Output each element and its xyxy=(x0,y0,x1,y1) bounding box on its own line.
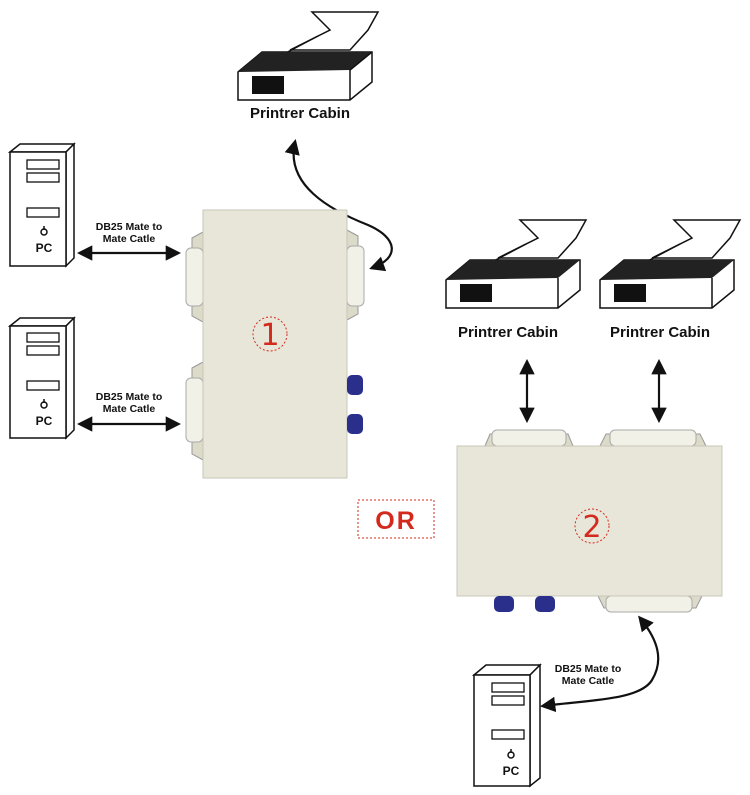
pc-mid: PC xyxy=(7,316,76,440)
cable-mid-label-1: DB25 Mate to xyxy=(96,391,163,403)
printer-top: Printrer Cabin xyxy=(237,11,380,122)
or-badge: OR xyxy=(357,499,435,539)
printer-right: Printrer Cabin xyxy=(599,219,742,341)
cable-bottom-label-1: DB25 Mate to xyxy=(555,663,622,675)
pc-top-label: PC xyxy=(36,241,53,255)
or-label: OR xyxy=(375,507,417,535)
pc-bottom: PC xyxy=(471,663,542,788)
printer-left-label: Printrer Cabin xyxy=(458,324,558,341)
selector-knob xyxy=(494,596,514,612)
switch-box-2: 2 xyxy=(456,429,723,613)
switch-1-number: 1 xyxy=(260,318,279,353)
pc-bottom-label: PC xyxy=(503,764,520,778)
cable-top-label-2: Mate Catle xyxy=(103,233,156,245)
cable-pc-bottom-to-switch2 xyxy=(539,615,660,713)
cable-printer-to-switch1 xyxy=(284,138,393,272)
cable-mid-label-2: Mate Catle xyxy=(103,403,156,415)
pc-top: PC xyxy=(7,142,76,268)
switch-2-number: 2 xyxy=(582,510,601,545)
selector-knob xyxy=(535,596,555,612)
printer-top-label: Printrer Cabin xyxy=(250,105,350,122)
cable-top-label-1: DB25 Mate to xyxy=(96,221,163,233)
selector-knob xyxy=(347,375,363,395)
printer-right-label: Printrer Cabin xyxy=(610,324,710,341)
selector-knob xyxy=(347,414,363,434)
switch-box-1: 1 xyxy=(185,209,365,479)
cable-bottom-label-2: Mate Catle xyxy=(562,675,615,687)
printer-left: Printrer Cabin xyxy=(445,219,588,341)
pc-mid-label: PC xyxy=(36,414,53,428)
